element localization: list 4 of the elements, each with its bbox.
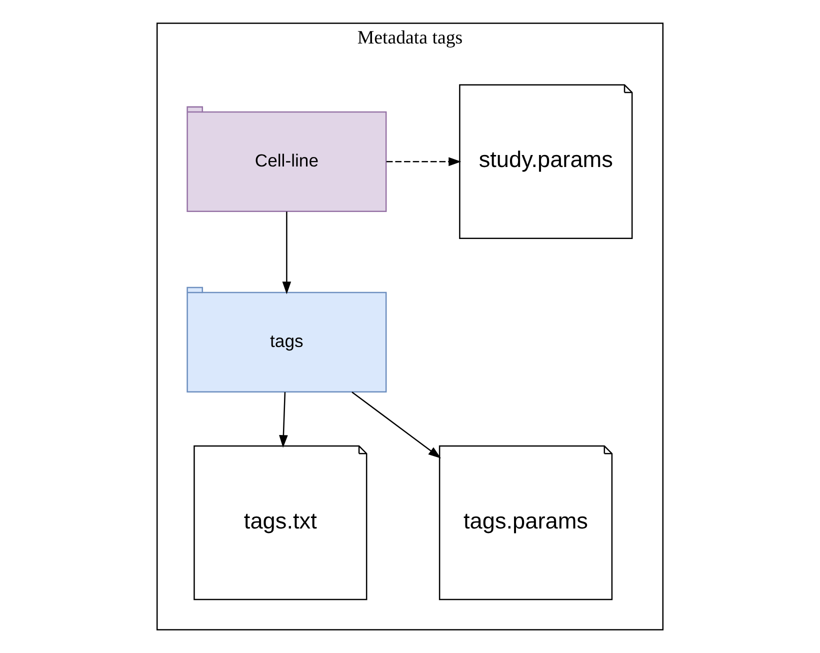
arrow [279, 392, 288, 448]
arrow [386, 157, 462, 166]
arrow [282, 212, 292, 294]
arrow [352, 392, 441, 458]
